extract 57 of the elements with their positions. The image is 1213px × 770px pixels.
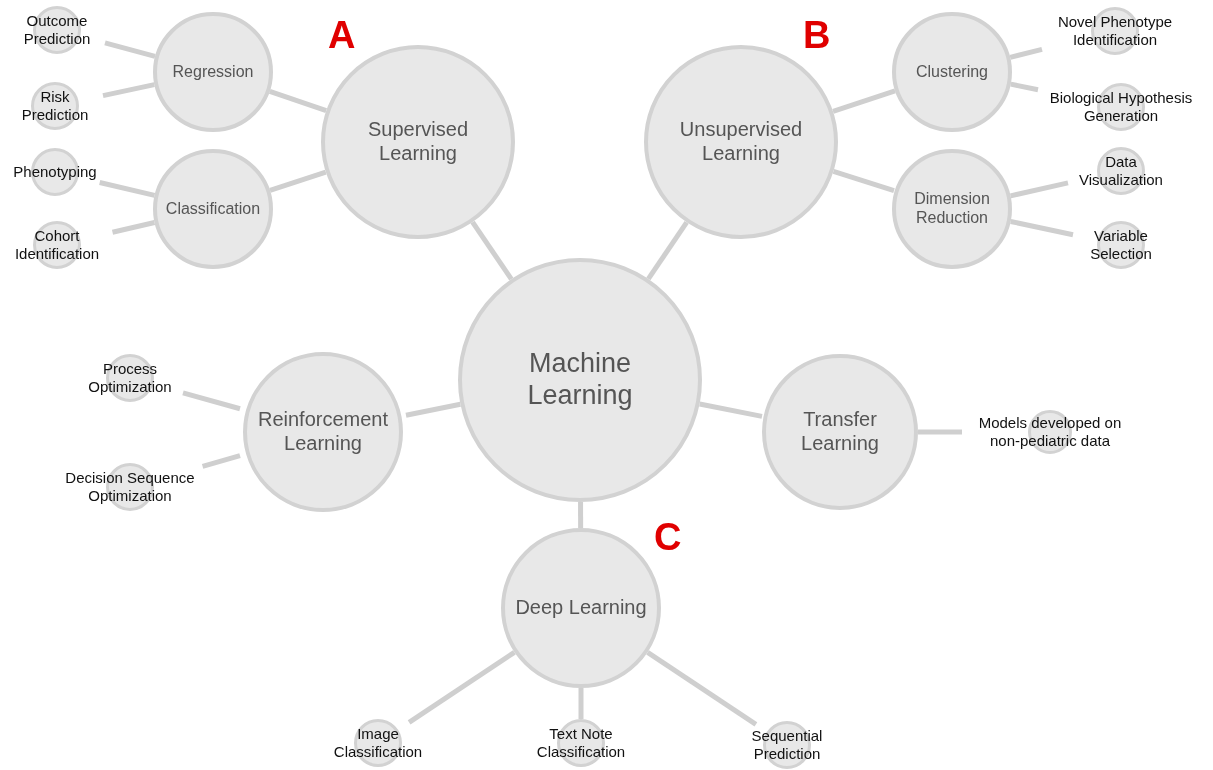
node-label: Text Note Classification: [535, 725, 627, 761]
main-topic-circle: [458, 258, 702, 502]
connector-line: [111, 220, 156, 235]
node-label: Variable Selection: [1089, 227, 1153, 263]
connector-line: [578, 502, 584, 528]
connector-line: [832, 168, 895, 193]
subtopic-circle: [153, 12, 273, 132]
node-label: Unsupervised Learning: [678, 118, 804, 166]
connector-line: [1010, 180, 1069, 199]
connector-line: [832, 88, 896, 114]
panel-letter: B: [803, 14, 831, 57]
connector-line: [1009, 46, 1043, 60]
connector-line: [699, 401, 763, 419]
node-label: Dimension Reduction: [913, 190, 991, 228]
node-label: Reinforcement Learning: [256, 408, 390, 456]
node-label: Deep Learning: [515, 596, 647, 620]
node-label: Risk Prediction: [20, 88, 90, 124]
node-label: Transfer Learning: [800, 408, 880, 456]
node-label: Novel Phenotype Identification: [1056, 13, 1174, 49]
node-label: Clustering: [916, 62, 988, 82]
node-label: Sequential Prediction: [750, 727, 824, 763]
node-label: Models developed on non-pediatric data: [977, 414, 1123, 450]
connector-line: [99, 180, 156, 198]
connector-line: [182, 390, 241, 412]
node-label: Process Optimization: [87, 360, 173, 396]
connector-line: [918, 429, 962, 435]
node-label: Supervised Learning: [366, 118, 470, 166]
connector-line: [1010, 81, 1039, 93]
connector-line: [102, 82, 155, 99]
connector-line: [470, 220, 514, 281]
topic-circle: [762, 354, 918, 510]
topic-circle: [243, 352, 403, 512]
subtopic-circle: [153, 149, 273, 269]
node-label: Phenotyping: [13, 163, 97, 181]
node-label: Decision Sequence Optimization: [64, 469, 196, 505]
connector-line: [578, 688, 584, 719]
node-label: Machine Learning: [526, 348, 634, 412]
connector-line: [201, 453, 241, 469]
node-label: Image Classification: [332, 725, 424, 761]
node-label: Data Visualization: [1078, 153, 1164, 189]
panel-letter: C: [654, 516, 682, 559]
connector-line: [1010, 219, 1074, 238]
node-label: Classification: [165, 199, 261, 219]
panel-letter: A: [328, 14, 356, 57]
connector-line: [646, 220, 689, 281]
node-label: Cohort Identification: [13, 227, 101, 263]
connector-line: [269, 169, 327, 193]
subtopic-circle: [892, 12, 1012, 132]
node-label: Biological Hypothesis Generation: [1048, 89, 1194, 125]
subtopic-circle: [892, 149, 1012, 269]
node-label: Regression: [172, 62, 254, 82]
node-label: Outcome Prediction: [22, 12, 92, 48]
connector-line: [646, 650, 758, 727]
connector-line: [405, 401, 461, 418]
connector-line: [104, 40, 156, 59]
connector-line: [268, 89, 327, 114]
connector-line: [407, 650, 516, 725]
